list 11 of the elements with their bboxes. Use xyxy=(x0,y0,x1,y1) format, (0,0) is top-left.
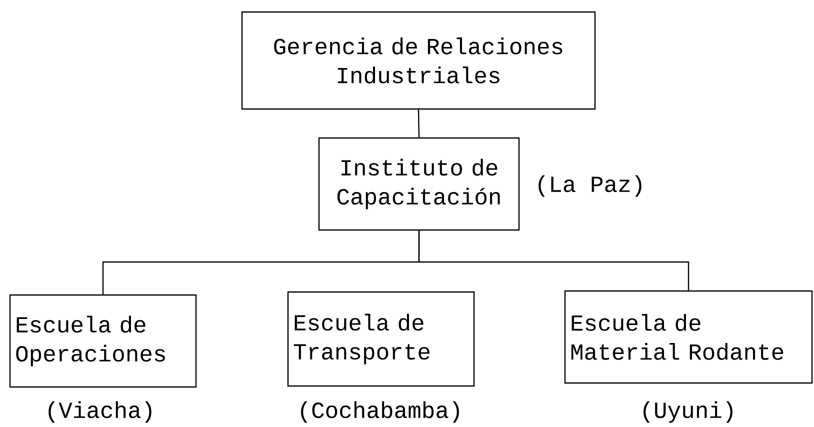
connector-line xyxy=(418,230,690,290)
org-box: Escuela de Transporte xyxy=(287,291,475,387)
org-box: Instituto de Capacitación xyxy=(318,137,520,231)
org-box: Escuela de Material Rodante xyxy=(564,290,813,384)
connector-line xyxy=(418,110,420,138)
org-box: Escuela de Operaciones xyxy=(9,294,197,388)
location-label: (Cochabamba) xyxy=(301,401,459,423)
location-label: (Viacha) xyxy=(48,401,152,423)
location-label: (Uyuni) xyxy=(644,401,732,423)
location-label: (La Paz) xyxy=(538,175,642,197)
org-box: Gerencia de Relaciones Industriales xyxy=(241,11,596,110)
